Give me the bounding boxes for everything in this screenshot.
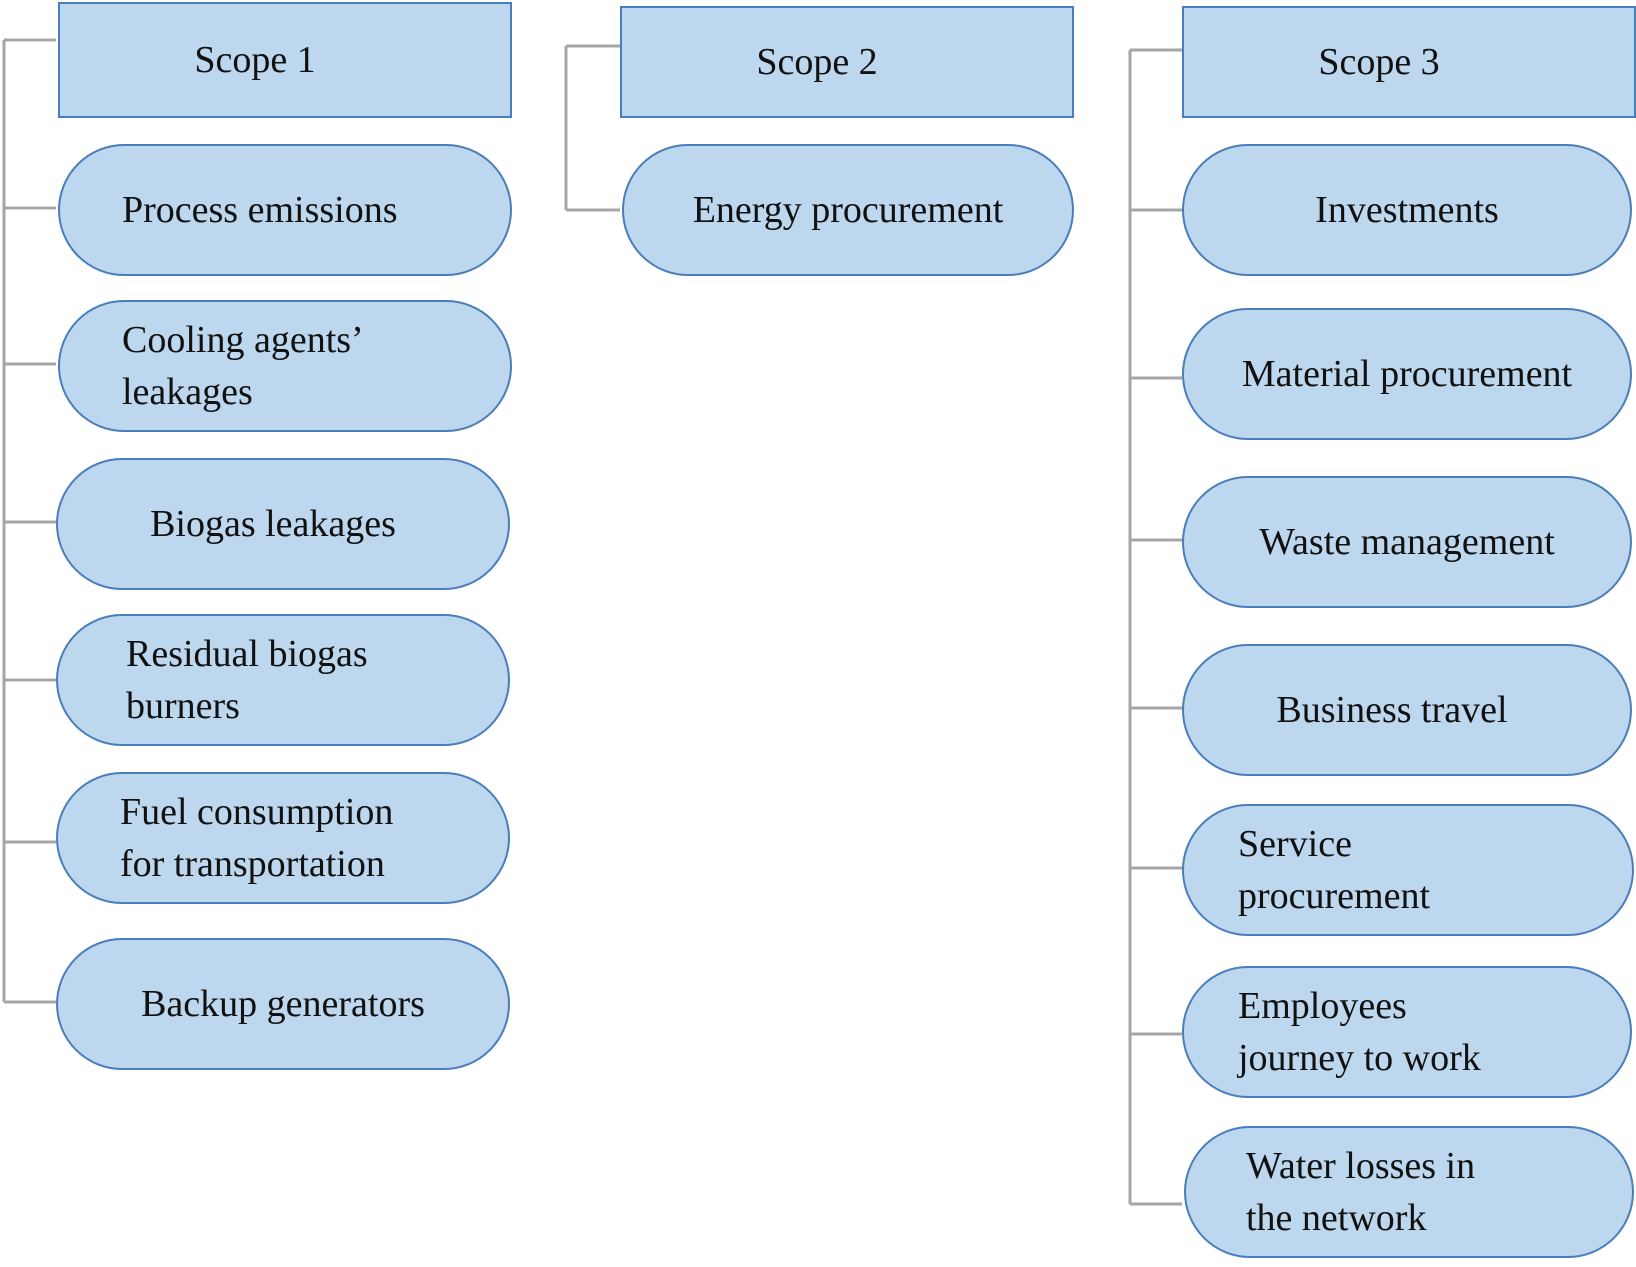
item-label: Material procurement bbox=[1241, 353, 1573, 395]
item-label: Cooling agents’ leakages bbox=[122, 319, 364, 413]
scope-3-item-business-travel: Business travel bbox=[1182, 644, 1632, 776]
item-label: Fuel consumption for transportation bbox=[120, 791, 394, 885]
scope-1-item-biogas-leakages: Biogas leakages bbox=[56, 458, 510, 590]
item-label: Energy procurement bbox=[692, 189, 1004, 231]
scope-1-item-backup-generators: Backup generators bbox=[56, 938, 510, 1070]
scope-1-item-residual-biogas-burners: Residual biogas burners bbox=[56, 614, 510, 746]
scope-3-item-water-losses: Water losses in the network bbox=[1184, 1126, 1634, 1258]
item-label: Backup generators bbox=[141, 983, 425, 1025]
scope-2-header: Scope 2 bbox=[620, 6, 1074, 118]
item-label: Biogas leakages bbox=[150, 503, 396, 545]
scope-1-item-process-emissions: Process emissions bbox=[58, 144, 512, 276]
item-label: Service procurement bbox=[1238, 823, 1431, 917]
item-label: Waste management bbox=[1259, 521, 1555, 563]
scope-2-title: Scope 2 bbox=[756, 41, 878, 83]
scope-2-item-energy-procurement: Energy procurement bbox=[622, 144, 1074, 276]
scope-1-header: Scope 1 bbox=[58, 2, 512, 118]
item-label: Process emissions bbox=[122, 189, 398, 231]
scope-3-title: Scope 3 bbox=[1318, 41, 1440, 83]
item-label: Water losses in the network bbox=[1246, 1145, 1476, 1239]
item-label: Residual biogas burners bbox=[126, 633, 368, 727]
scope-3-item-service-procurement: Service procurement bbox=[1182, 804, 1634, 936]
scope-3-item-employees-journey: Employees journey to work bbox=[1182, 966, 1632, 1098]
item-label: Employees journey to work bbox=[1238, 985, 1481, 1079]
scope-3-item-material-procurement: Material procurement bbox=[1182, 308, 1632, 440]
scope-1-item-cooling-agents-leakages: Cooling agents’ leakages bbox=[58, 300, 512, 432]
scope-3-item-waste-management: Waste management bbox=[1182, 476, 1632, 608]
item-label: Business travel bbox=[1276, 689, 1508, 731]
scope-3-header: Scope 3 bbox=[1182, 6, 1636, 118]
scope-1-title: Scope 1 bbox=[194, 39, 316, 81]
scope-3-item-investments: Investments bbox=[1182, 144, 1632, 276]
scope-1-item-fuel-consumption: Fuel consumption for transportation bbox=[56, 772, 510, 904]
item-label: Investments bbox=[1315, 189, 1499, 231]
